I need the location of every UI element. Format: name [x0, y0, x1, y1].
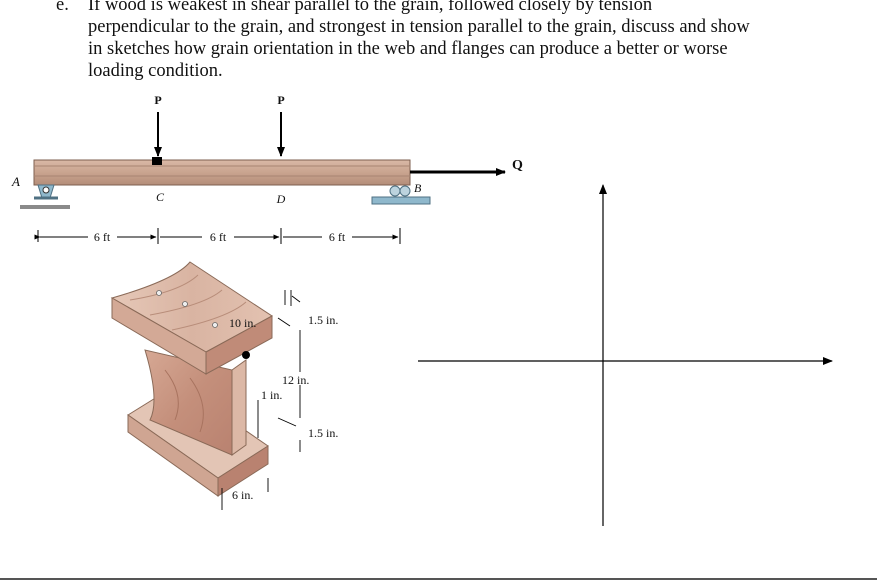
support-b — [371, 185, 431, 205]
dim-label-flange-thickness-bottom: 1.5 in. — [308, 426, 338, 440]
point-label-c: C — [156, 190, 165, 204]
support-label-a: A — [11, 174, 20, 189]
bottom-divider — [0, 578, 877, 580]
question-line-4: loading condition. — [88, 61, 223, 81]
question-line-1: If wood is weakest in shear parallel to … — [88, 0, 653, 15]
axial-force-label: Q — [512, 158, 523, 173]
web — [144, 349, 247, 456]
beam-body — [33, 159, 411, 186]
span-label-3: 6 ft — [329, 230, 346, 244]
question-line-2: perpendicular to the grain, and stronges… — [88, 17, 750, 37]
span-label-2: 6 ft — [210, 230, 227, 244]
beam-diagram: P P Q A B C D — [11, 93, 523, 244]
dim-label-flange-width-bottom: 6 in. — [232, 488, 253, 502]
support-a — [20, 184, 70, 209]
top-flange — [110, 261, 273, 375]
dim-label-web-height: 12 in. — [282, 373, 309, 387]
sketch-axes — [418, 184, 833, 526]
question-line-3: in sketches how grain orientation in the… — [88, 39, 728, 59]
dim-label-flange-width-top: 10 in. — [229, 316, 256, 330]
span-label-1: 6 ft — [94, 230, 111, 244]
section-dimension-lines — [221, 290, 301, 510]
dim-label-flange-thickness-top: 1.5 in. — [308, 313, 338, 327]
span-dimension-line — [34, 228, 401, 244]
load-label-left: P — [154, 93, 161, 107]
load-label-right: P — [277, 93, 284, 107]
point-c-marker — [152, 157, 162, 165]
point-label-d: D — [276, 192, 286, 206]
cross-section-drawing: 10 in. 1.5 in. 12 in. 1 in. 1.5 in. 6 in… — [110, 261, 338, 510]
question-letter: e. — [56, 0, 69, 15]
support-label-b: B — [414, 181, 422, 195]
dim-label-web-thickness: 1 in. — [261, 388, 282, 402]
section-point-marker — [242, 351, 250, 359]
question-text: If wood is weakest in shear parallel to … — [88, 0, 828, 82]
